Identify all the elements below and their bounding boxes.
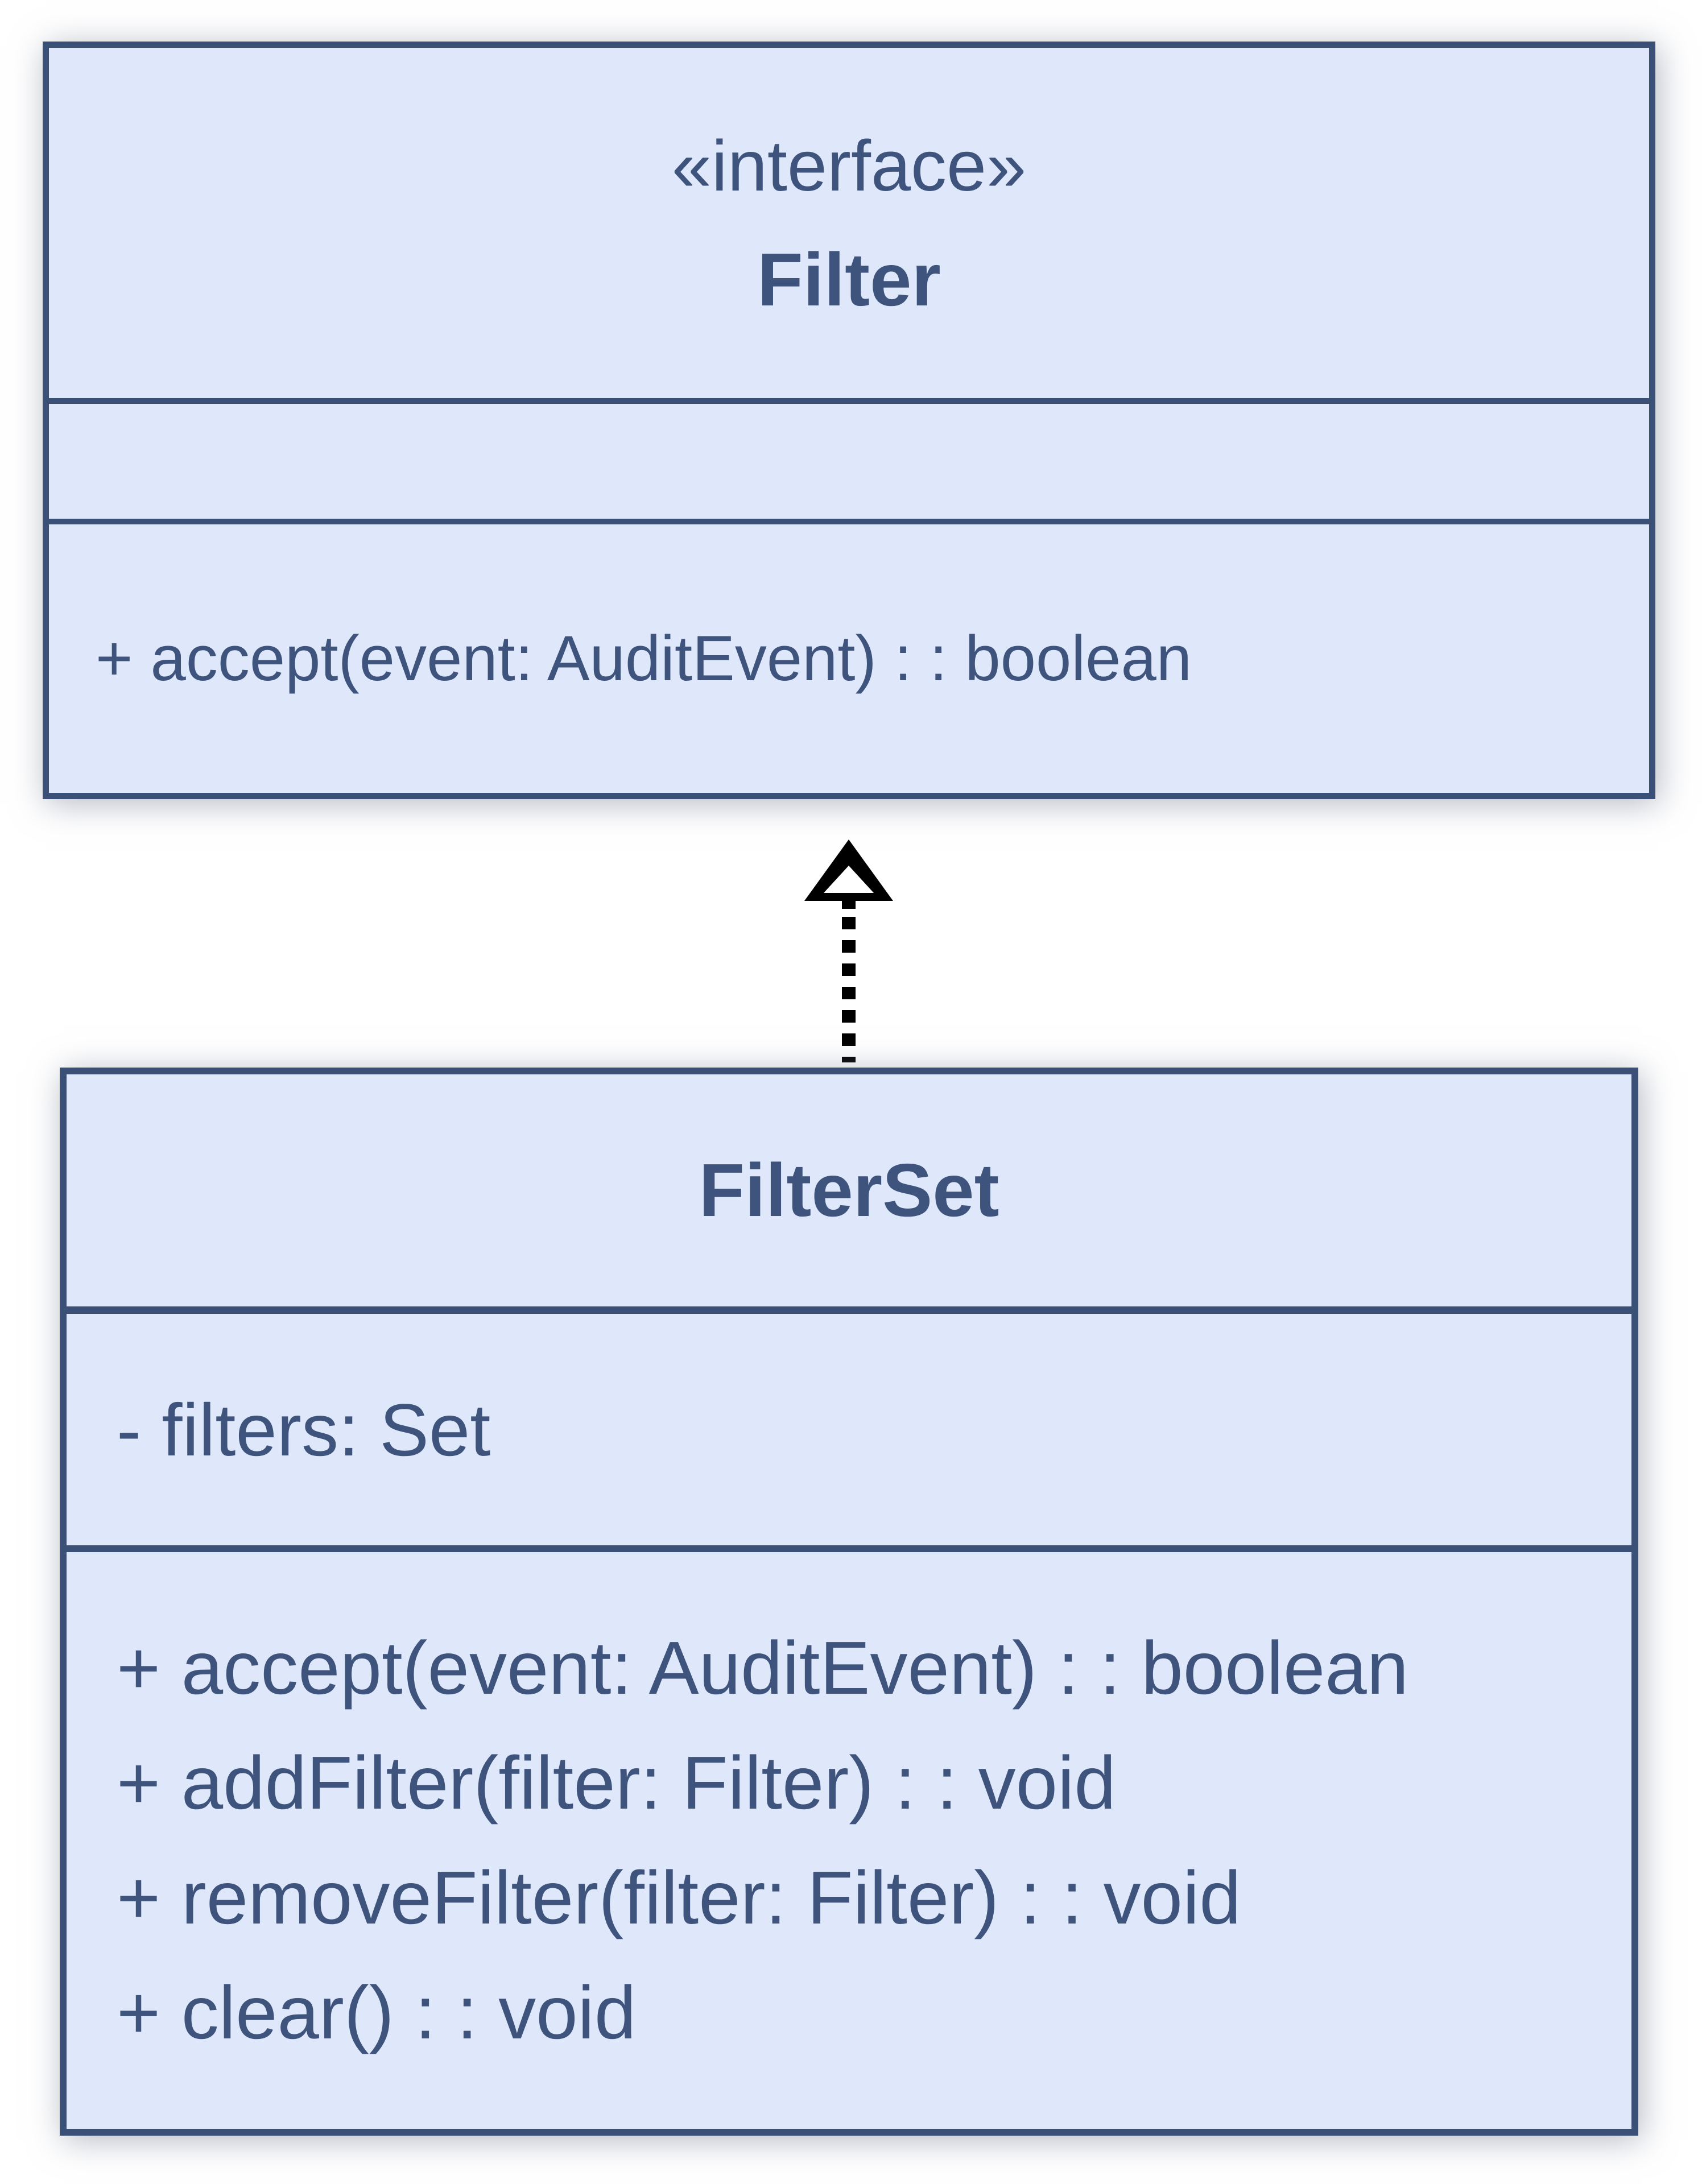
realization-arrow-graphic [804,839,893,1062]
filterset-title-compartment: FilterSet [67,1074,1631,1306]
interface-name: Filter [757,238,941,321]
hollow-triangle-arrowhead-inner [824,866,874,893]
interface-filter-box: «interface» Filter + accept(event: Audit… [43,42,1655,799]
uml-member-line: + addFilter(filter: Filter) : : void [117,1741,1116,1825]
uml-member-line: - filters: Set [117,1388,491,1471]
realization-arrow [783,803,914,1065]
arrowhead-stem [842,901,856,909]
uml-member-line: + removeFilter(filter: Filter) : : void [117,1856,1241,1939]
uml-member-line: + clear() : : void [117,1971,637,2054]
filterset-attributes-compartment: - filters: Set [67,1306,1631,1545]
uml-member-line: + accept(event: AuditEvent) : : boolean [96,623,1192,694]
filterset-name: FilterSet [699,1148,999,1232]
uml-member-line: + accept(event: AuditEvent) : : boolean [117,1626,1409,1710]
interface-methods-compartment: + accept(event: AuditEvent) : : boolean [49,519,1649,793]
class-filterset-box: FilterSet - filters: Set + accept(event:… [60,1068,1638,2136]
interface-stereotype: «interface» [671,126,1027,206]
interface-attributes-compartment [49,398,1649,519]
filterset-methods-compartment: + accept(event: AuditEvent) : : boolean +… [67,1545,1631,2129]
interface-title-compartment: «interface» Filter [49,48,1649,398]
